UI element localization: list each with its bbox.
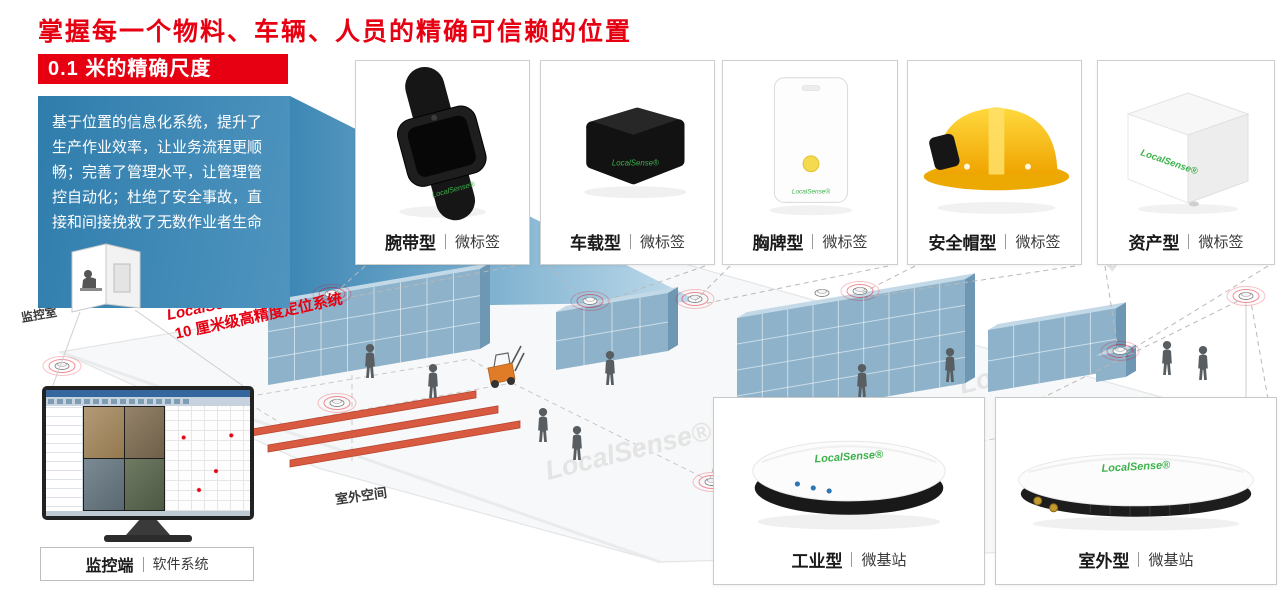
tag-suffix: 微标签 (454, 234, 500, 251)
tag-label: 资产型 微标签 (1098, 229, 1274, 254)
tag-label: 腕带型 微标签 (356, 229, 529, 254)
label-divider-icon (812, 234, 814, 249)
monitor-base (104, 535, 192, 542)
tag-label: 安全帽型 微标签 (908, 229, 1081, 254)
precision-banner: 0.1 米的精确尺度 (38, 54, 288, 84)
station-card-industrial: LocalSense® 工业型 微基站 (713, 397, 985, 585)
tag-name: 腕带型 (384, 234, 436, 253)
monitoring-terminal: 监控端 软件系统 (40, 386, 256, 586)
label-divider-icon (444, 234, 446, 249)
monitor-label-card: 监控端 软件系统 (40, 547, 254, 581)
device-brand-text: LocalSense® (1101, 459, 1171, 475)
tag-suffix: 微标签 (1198, 234, 1244, 251)
control-room-label: 监控室 (20, 304, 58, 325)
wristband-tag-image: LocalSense® (397, 66, 487, 221)
tag-suffix: 微标签 (639, 234, 685, 251)
led-indicator (826, 488, 832, 494)
tag-card-helmet: 安全帽型 微标签 (907, 60, 1082, 265)
operator-figure (84, 270, 92, 278)
tag-card-vehicle: LocalSense® 车载型 微标签 (540, 60, 715, 265)
software-toolbar (46, 397, 250, 406)
device-brand-text: LocalSense® (792, 187, 830, 195)
label-divider-icon (851, 552, 853, 567)
software-statusbar (46, 511, 250, 516)
station-suffix: 微基站 (861, 552, 907, 569)
badge-button (802, 155, 820, 173)
tag-card-badge: LocalSense® 胸牌型 微标签 (722, 60, 898, 265)
label-divider-icon (142, 556, 144, 572)
antenna-connector (1049, 503, 1059, 513)
tag-name: 安全帽型 (928, 234, 997, 253)
tag-name: 车载型 (569, 234, 621, 253)
device-brand-text: LocalSense® (814, 449, 884, 466)
floor-plan-panel (165, 406, 250, 511)
software-tree-panel (46, 406, 83, 511)
software-screen (46, 390, 250, 516)
led-indicator (794, 481, 800, 487)
tag-label: 车载型 微标签 (541, 229, 714, 254)
control-room-sketch (71, 243, 141, 313)
asset-tag-image: LocalSense® (1126, 92, 1250, 214)
tag-card-asset: LocalSense® 资产型 微标签 (1097, 60, 1275, 265)
station-label: 工业型 微基站 (714, 547, 984, 572)
tag-suffix: 微标签 (1015, 234, 1061, 251)
device-brand-text: LocalSense® (612, 159, 659, 168)
tag-label: 胸牌型 微标签 (723, 229, 897, 254)
monitor-stand (126, 520, 170, 535)
station-card-outdoor: LocalSense® 室外型 微基站 (995, 397, 1277, 585)
badge-tag-image: LocalSense® (769, 77, 853, 216)
tag-card-wristband: LocalSense® 腕带型 微标签 (355, 60, 530, 265)
antenna-connector (1033, 496, 1043, 506)
outdoor-station-image: LocalSense® (1018, 453, 1254, 531)
tag-name: 资产型 (1128, 234, 1180, 253)
station-name: 工业型 (791, 552, 843, 571)
camera-dot-icon (431, 114, 438, 121)
label-divider-icon (1188, 234, 1190, 249)
label-divider-icon (1138, 552, 1140, 567)
monitor-name: 监控端 (85, 558, 134, 575)
vehicle-tag-image: LocalSense® (584, 107, 687, 199)
helmet-tag-image (923, 107, 1070, 214)
tag-name: 胸牌型 (752, 234, 804, 253)
station-suffix: 微基站 (1148, 552, 1194, 569)
software-titlebar (46, 390, 250, 397)
camera-grid (83, 406, 165, 511)
tag-suffix: 微标签 (822, 234, 868, 251)
outdoor-space-label: 室外空间 (334, 485, 388, 507)
helmet-tag-module (929, 133, 960, 170)
lanyard-slot (801, 85, 821, 91)
label-divider-icon (629, 234, 631, 249)
station-label: 室外型 微基站 (996, 547, 1276, 572)
monitor-frame (42, 386, 254, 520)
industrial-station-image: LocalSense® (752, 440, 946, 530)
station-name: 室外型 (1078, 552, 1130, 571)
monitor-suffix: 软件系统 (152, 556, 209, 572)
led-indicator (810, 485, 816, 491)
page-title: 掌握每一个物料、车辆、人员的精确可信赖的位置 (38, 18, 633, 46)
label-divider-icon (1005, 234, 1007, 249)
